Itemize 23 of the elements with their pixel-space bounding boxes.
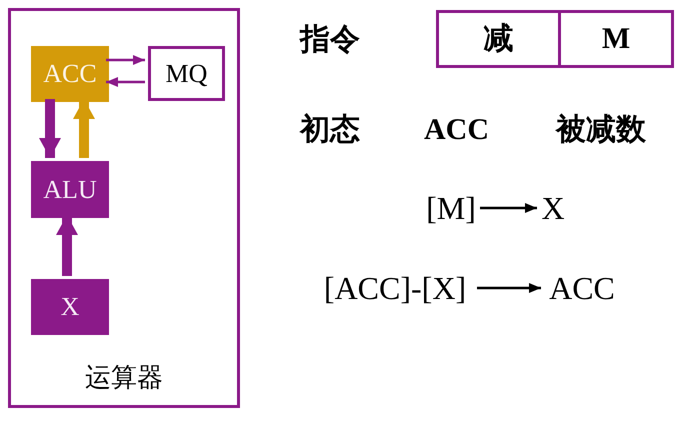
register-box: X [31, 279, 109, 335]
unit-title: 运算器 [84, 365, 164, 391]
alu-box: ALU [31, 161, 109, 218]
operand-text: ACC [541, 266, 623, 310]
arrow [106, 77, 145, 87]
operand-text: [M] [422, 186, 480, 230]
arrow [477, 283, 541, 293]
row-label: 被减数 [556, 112, 646, 148]
row-label: 初态 [300, 112, 360, 148]
unit-frame [8, 8, 240, 408]
row-label: ACC [424, 112, 489, 148]
arrow [73, 99, 95, 158]
register-box: MQ [148, 46, 225, 101]
operand-text: X [537, 186, 569, 230]
arrow [106, 55, 145, 65]
arrow [39, 99, 61, 158]
row-label: 指令 [300, 22, 360, 58]
instruction-field: 减 [436, 10, 558, 68]
arrow [480, 203, 537, 213]
arrow [56, 215, 78, 276]
instruction-field: M [558, 10, 674, 68]
register-box: ACC [31, 46, 109, 102]
expression-text: [ACC]-[X] [313, 266, 477, 310]
